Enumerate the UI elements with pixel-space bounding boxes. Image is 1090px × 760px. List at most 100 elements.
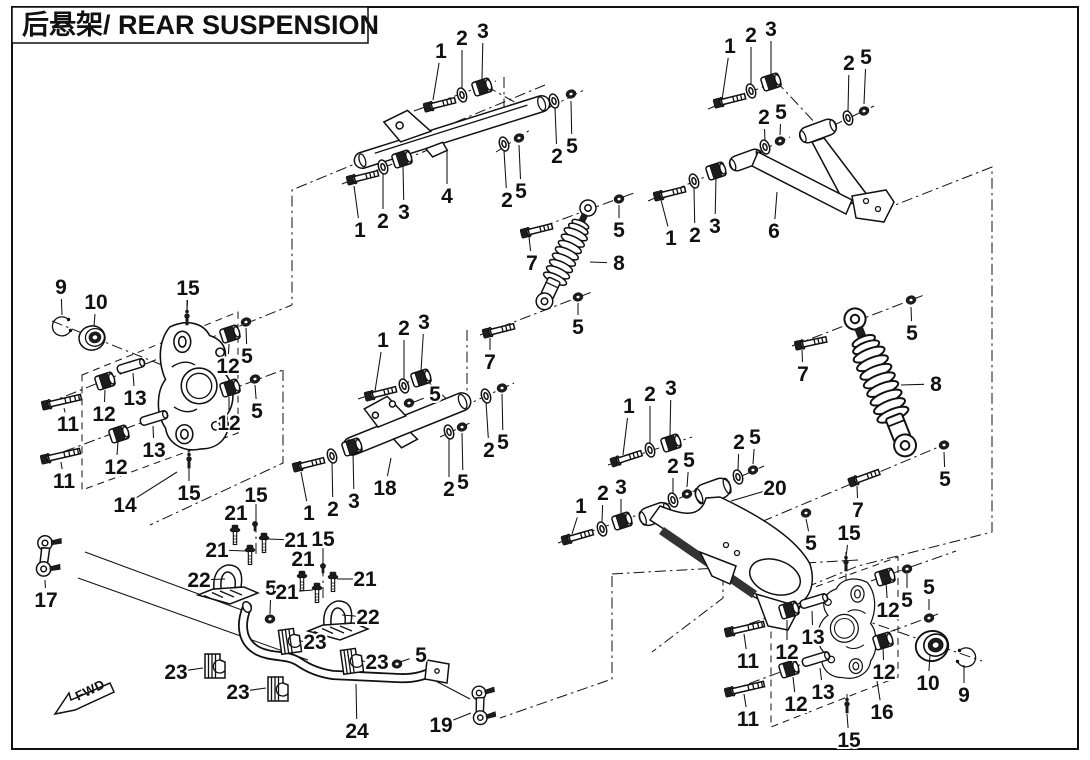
washer (324, 447, 340, 465)
callout-5: 5 (251, 400, 263, 423)
callout-leader (485, 401, 489, 439)
callout-1: 1 (724, 35, 736, 58)
axis-line (521, 192, 635, 235)
grease-fitting (320, 563, 326, 574)
circlip (51, 316, 73, 337)
lock-nut (799, 507, 813, 519)
callout-5: 5 (566, 135, 578, 158)
title-box (11, 6, 369, 44)
lock-nut (773, 135, 787, 147)
callout-leader (730, 490, 764, 502)
lock-nut (391, 658, 403, 670)
fwd-arrow-icon (53, 682, 115, 716)
callout-leader (300, 471, 308, 502)
callout-leader (686, 471, 689, 488)
callout-leader (63, 407, 66, 413)
callout-leader (341, 614, 357, 617)
bar-end-cap (241, 600, 253, 614)
callout-leader (227, 343, 230, 355)
callout-3: 3 (765, 18, 777, 41)
washer (642, 441, 658, 459)
construction-line (291, 84, 546, 305)
callout-leader (882, 645, 885, 661)
callout-2: 2 (758, 106, 770, 129)
callout-leader (528, 236, 532, 252)
lock-nut (900, 563, 914, 575)
callout-5: 5 (429, 383, 441, 406)
callout-5: 5 (515, 180, 527, 203)
page-title: 后悬架/ REAR SUSPENSION (22, 10, 379, 40)
callout-1: 1 (665, 227, 677, 250)
callout-leader (900, 383, 925, 386)
callout-10: 10 (84, 291, 107, 314)
lock-nut (922, 612, 936, 624)
upper-pivot-arm-assembly (345, 76, 578, 187)
lock-nut (857, 105, 871, 117)
callout-18: 18 (373, 477, 397, 500)
grease-fitting (252, 521, 258, 532)
callout-2: 2 (483, 439, 495, 462)
callout-22: 22 (356, 606, 379, 629)
callout-2: 2 (644, 383, 656, 406)
callout-leader (93, 313, 96, 327)
callout-leader (187, 667, 204, 671)
callout-leader (451, 712, 472, 721)
callout-leader (420, 333, 424, 372)
callout-23: 23 (365, 651, 388, 674)
fwd-direction: FWD (53, 676, 115, 716)
callout-leader (856, 485, 859, 499)
callout-5: 5 (901, 589, 913, 612)
callout-5: 5 (265, 577, 277, 600)
callout-leader (186, 299, 189, 313)
callout-leader (60, 461, 63, 470)
callout-12: 12 (872, 661, 895, 684)
callout-15: 15 (837, 729, 861, 752)
callout-leader (876, 680, 881, 701)
callout-19: 19 (429, 714, 452, 737)
washer (686, 172, 702, 190)
callout-2: 2 (689, 224, 701, 247)
washer (840, 109, 856, 127)
callout-15: 15 (837, 522, 861, 545)
construction-line (499, 576, 613, 719)
callout-16: 16 (870, 701, 893, 724)
bolt (363, 384, 398, 403)
callout-2: 2 (501, 189, 513, 212)
lock-nut (495, 382, 509, 394)
callout-leader (245, 327, 248, 345)
callout-12: 12 (775, 641, 798, 664)
callout-2: 2 (443, 478, 455, 501)
link-line (77, 577, 309, 661)
callout-3: 3 (477, 20, 489, 43)
lock-nut (248, 373, 262, 385)
callout-12: 12 (784, 693, 807, 716)
callout-leader (352, 452, 355, 490)
callout-leader (298, 589, 314, 592)
callout-leader (763, 128, 766, 141)
callout-5: 5 (572, 316, 584, 339)
bolt-hole (733, 549, 741, 557)
callout-leader (669, 399, 672, 436)
bushing (659, 432, 684, 454)
pivot-arm (353, 94, 551, 170)
callout-1: 1 (623, 395, 635, 418)
callout-12: 12 (104, 456, 127, 479)
lock-nut (239, 316, 253, 328)
washer (594, 520, 610, 538)
callout-leader (845, 544, 849, 558)
callout-15: 15 (176, 277, 200, 300)
callout-2: 2 (327, 498, 339, 521)
bolt (345, 168, 380, 187)
callout-5: 5 (805, 532, 817, 555)
callout-leader (228, 549, 247, 552)
callout-11: 11 (737, 708, 760, 731)
callout-leader (103, 389, 106, 403)
callout-21: 21 (284, 529, 308, 552)
callout-2: 2 (398, 317, 410, 340)
lock-nut (564, 88, 578, 100)
callout-17: 17 (34, 589, 57, 612)
lock-nut (904, 294, 918, 306)
callout-leader (660, 199, 669, 227)
